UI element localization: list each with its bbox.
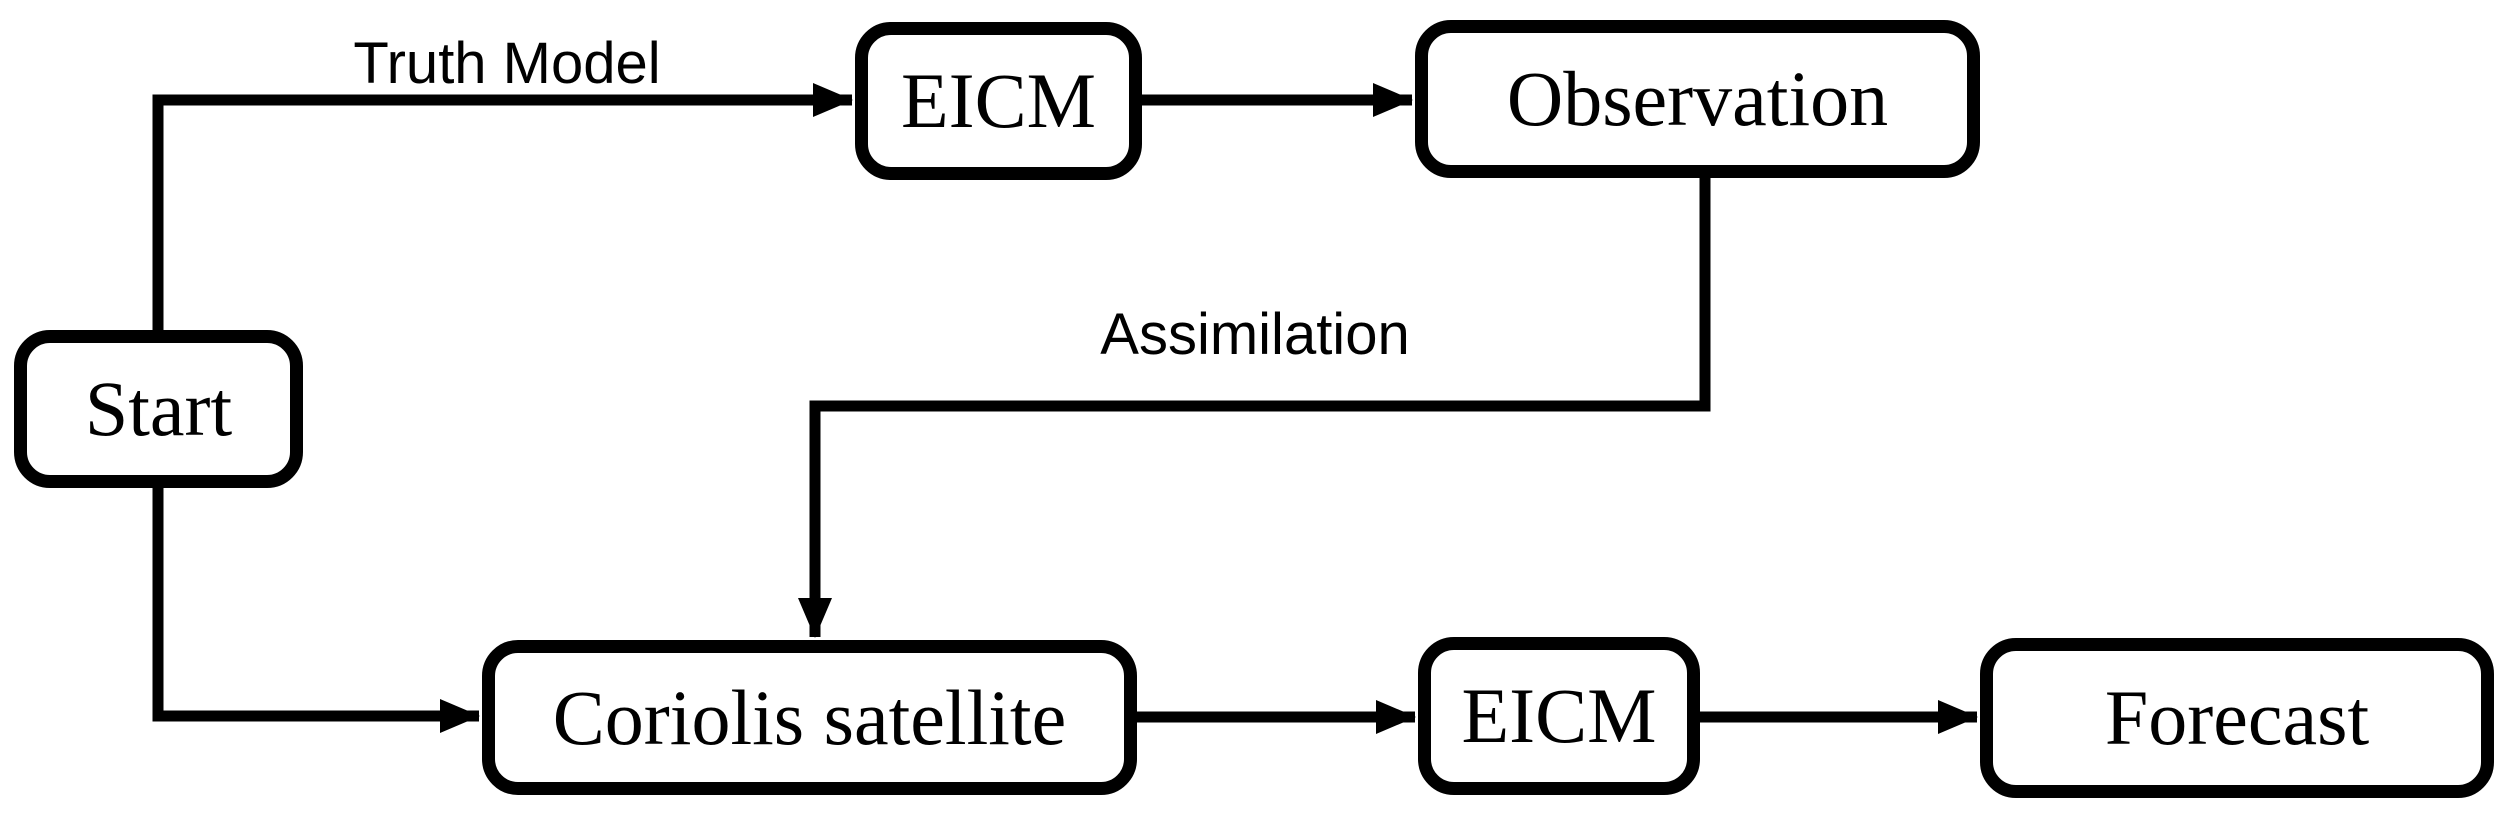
node-start: Start bbox=[14, 330, 303, 488]
node-eicm-top-label: EICM bbox=[901, 57, 1096, 144]
node-forecast-label: Forecast bbox=[2104, 674, 2370, 761]
edge-start-to-eicm-top bbox=[152, 83, 853, 335]
edge-label-assimilation: Assimilation bbox=[1100, 302, 1410, 367]
node-observation: Observation bbox=[1415, 20, 1980, 178]
node-eicm-bottom-label: EICM bbox=[1461, 672, 1657, 759]
node-start-label: Start bbox=[84, 365, 233, 452]
node-coriolis-satellite: Coriolis satellite bbox=[482, 640, 1137, 795]
node-observation-label: Observation bbox=[1506, 55, 1889, 142]
edge-label-truth-model: Truth Model bbox=[353, 31, 661, 96]
node-coriolis-satellite-label: Coriolis satellite bbox=[552, 673, 1067, 761]
node-forecast: Forecast bbox=[1980, 638, 2494, 798]
edge-start-to-coriolis bbox=[152, 483, 480, 733]
node-eicm-bottom: EICM bbox=[1418, 637, 1700, 795]
node-eicm-top: EICM bbox=[855, 22, 1142, 180]
edge-observation-to-coriolis bbox=[798, 173, 1711, 638]
